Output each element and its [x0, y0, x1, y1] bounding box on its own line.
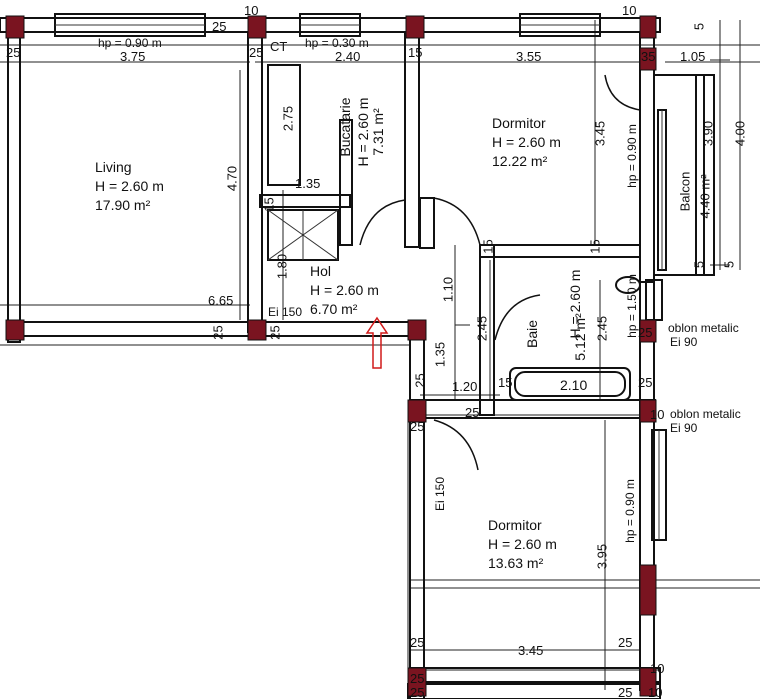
- dim-label: 25: [267, 325, 283, 340]
- window-height-dormitor-top: hp = 0.90 m: [625, 124, 639, 188]
- dim-label: 6.65: [208, 293, 234, 308]
- room-name-baie: Baie: [524, 319, 540, 349]
- doors: [359, 74, 641, 471]
- room-area-bucatarie: 7.31 m²: [370, 108, 386, 156]
- room-height-bucatarie: H = 2.60 m: [355, 97, 371, 167]
- dim-label: 25: [618, 635, 633, 650]
- dim-label: 2.45: [594, 315, 610, 342]
- dim-label: 4.70: [224, 165, 240, 192]
- centrala-label: CT: [270, 39, 288, 54]
- room-height: H = 2.60 m: [488, 535, 557, 552]
- dim-label: 1.20: [452, 379, 478, 394]
- dim-label: 25: [638, 375, 653, 390]
- dim-label: 25: [410, 671, 425, 686]
- room-label-dormitor-bottom: Dormitor H = 2.60 m 13.63 m²: [488, 516, 557, 573]
- room-height: H = 2.60 m: [310, 281, 379, 298]
- dim-label: 2.45: [474, 315, 490, 342]
- dim-label: 25: [212, 19, 227, 34]
- dim-label: 15: [480, 239, 496, 254]
- dim-label: 25: [410, 685, 425, 700]
- kitchen-counter-dim: 2.75: [280, 105, 296, 132]
- dim-label: 25: [410, 419, 425, 434]
- room-height: H = 2.60 m: [95, 177, 164, 194]
- window-height-living: hp = 0.90 m: [98, 36, 162, 50]
- note-oblon-2: oblon metalic: [670, 407, 741, 421]
- dim-label: 25: [638, 325, 653, 340]
- dim-label: 4.00: [732, 120, 748, 147]
- window-height-baie: hp = 1.50 m: [625, 274, 639, 338]
- window-height-dormitor-bottom: hp = 0.90 m: [623, 479, 637, 543]
- dim-label: 25: [465, 405, 480, 420]
- dim-label: 3.45: [592, 120, 608, 147]
- dim-label: 3.55: [516, 49, 542, 64]
- entrance-arrow: [365, 316, 389, 369]
- dim-label: 1.10: [440, 276, 456, 303]
- room-label-living: Living H = 2.60 m 17.90 m²: [95, 158, 164, 215]
- note-ei150-dorm: Ei 150: [433, 476, 447, 512]
- dim-label: 25: [618, 685, 633, 700]
- room-height: H = 2.60 m: [492, 133, 561, 150]
- dim-label: 25: [210, 325, 226, 340]
- room-area-baie: 5.12 m²: [572, 313, 588, 361]
- note-ei150-hol: Ei 150: [268, 305, 303, 319]
- dim-label: 10: [650, 407, 665, 422]
- dim-label: 25: [410, 635, 425, 650]
- dim-label: 25: [412, 373, 428, 388]
- dim-label: 3.95: [594, 543, 610, 570]
- dim-label: 3.45: [518, 643, 544, 658]
- dim-label: 10: [622, 3, 637, 18]
- room-area: 6.70 m²: [310, 300, 358, 317]
- dim-label: 10: [244, 3, 259, 18]
- dim-label: 3.75: [120, 49, 146, 64]
- room-label-dormitor-top: Dormitor H = 2.60 m 12.22 m²: [492, 114, 561, 171]
- room-area: 12.22 m²: [492, 152, 548, 169]
- room-area: 13.63 m²: [488, 554, 544, 571]
- window-lines: [55, 24, 663, 540]
- room-area: 17.90 m²: [95, 196, 151, 213]
- dim-label: 5: [721, 260, 737, 269]
- dim-label: 3.90: [700, 120, 716, 147]
- dim-label: 1.35: [432, 341, 448, 368]
- dim-label: 15: [261, 197, 277, 212]
- room-name-bucatarie: Bucatarie: [337, 97, 353, 157]
- bathtub-dim: 2.10: [560, 377, 588, 393]
- dim-label: 25: [249, 45, 264, 60]
- note-oblon-1: oblon metalic: [668, 321, 739, 335]
- note-ei90-2: Ei 90: [670, 421, 698, 435]
- room-name: Dormitor: [492, 115, 546, 131]
- dim-label: 1.35: [295, 176, 321, 191]
- dim-label: 25: [6, 45, 21, 60]
- dim-label: 15: [408, 45, 423, 60]
- dim-label: 5: [691, 22, 707, 31]
- dim-label: 10: [648, 685, 663, 700]
- dim-label: 5: [691, 260, 707, 269]
- dim-label: 35: [641, 49, 656, 64]
- dimension-lines: [0, 20, 760, 699]
- dim-label: 2.40: [335, 49, 361, 64]
- window-height-kitchen: hp = 0.30 m: [305, 36, 369, 50]
- dim-label: 10: [650, 661, 665, 676]
- room-name-balcon: Balcon: [677, 171, 693, 212]
- dim-label: 15: [587, 239, 603, 254]
- room-name: Living: [95, 159, 132, 175]
- room-name: Hol: [310, 263, 332, 279]
- dim-label: 15: [498, 375, 513, 390]
- room-label-hol: Hol H = 2.60 m 6.70 m²: [310, 262, 379, 319]
- note-ei90-1: Ei 90: [670, 335, 698, 349]
- room-area-balcon: 4.40 m²: [697, 174, 713, 219]
- dim-label: 1.05: [680, 49, 706, 64]
- room-name: Dormitor: [488, 517, 542, 533]
- dim-label: 1.80: [274, 253, 290, 280]
- columns: [5, 15, 657, 697]
